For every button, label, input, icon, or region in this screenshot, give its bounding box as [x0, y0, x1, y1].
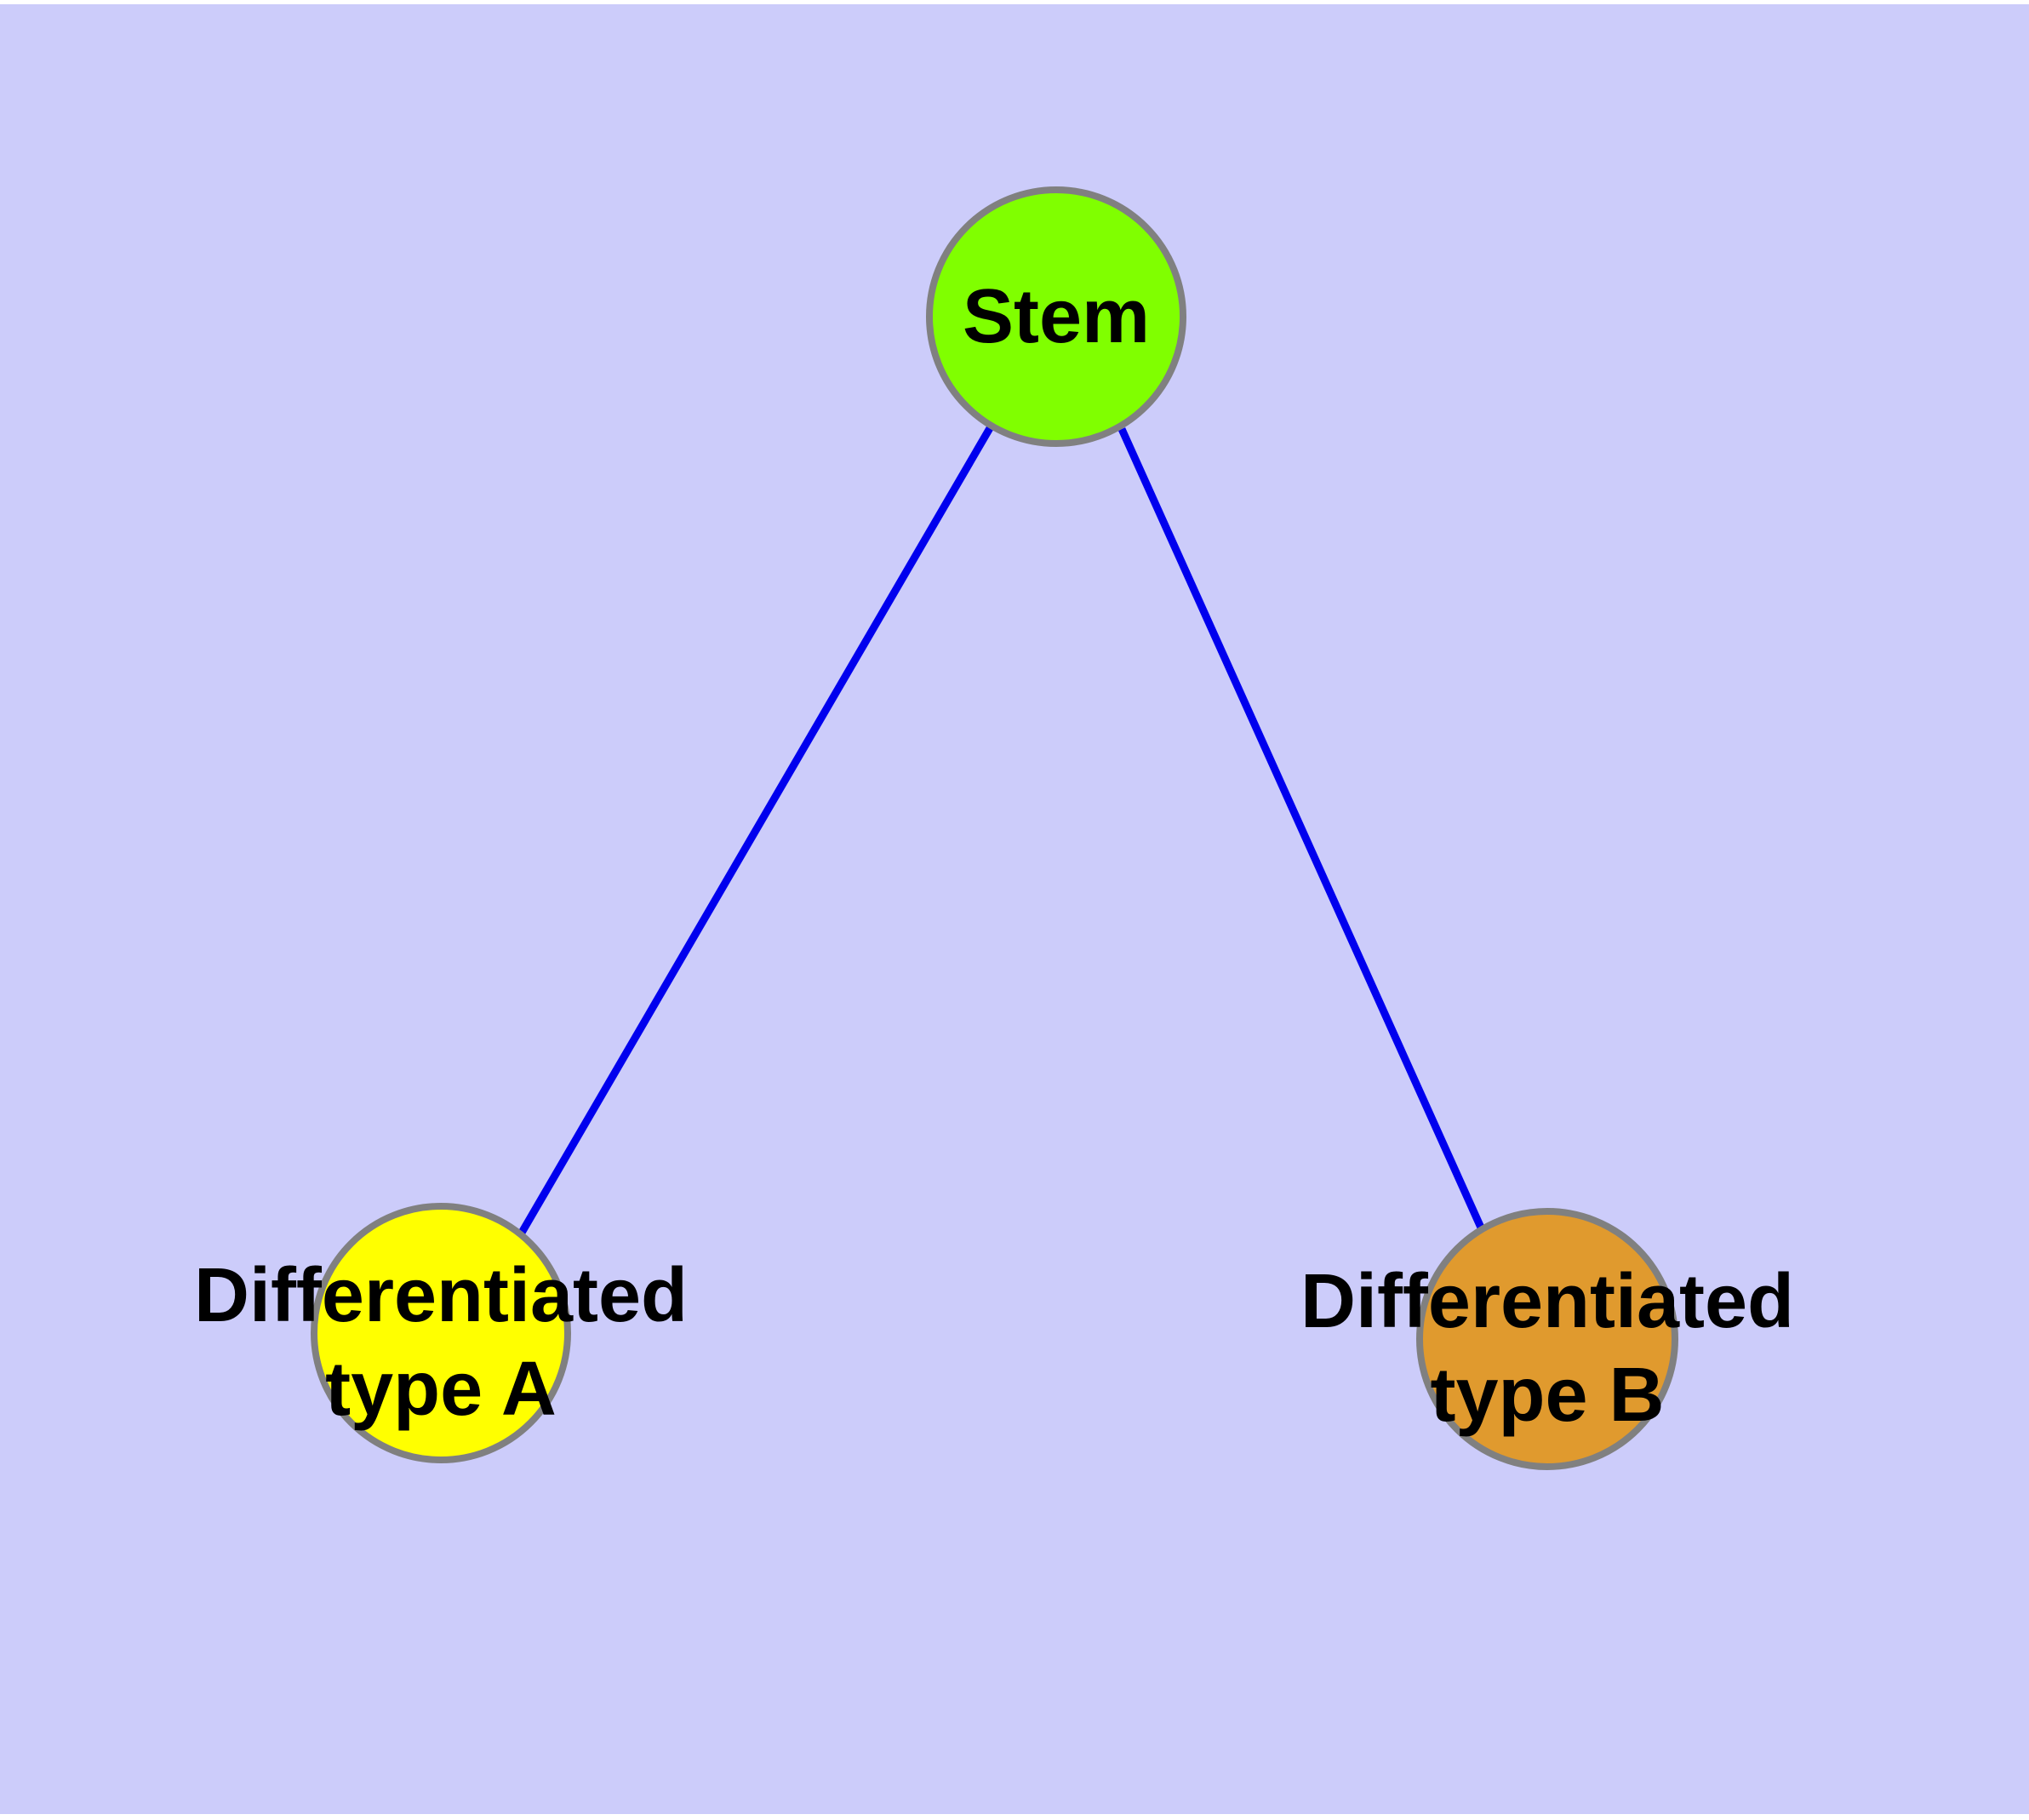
nodes-group: Stem Differentiated type A Differentiate… — [194, 186, 1794, 1470]
node-diff-a-label-line2: type A — [325, 1347, 557, 1432]
node-diff-b-label-line1: Differentiated — [1300, 1259, 1794, 1344]
node-stem[interactable]: Stem — [926, 186, 1186, 447]
node-diff-a-circle[interactable] — [311, 1203, 571, 1463]
node-diff-a[interactable]: Differentiated type A — [194, 1203, 688, 1463]
node-diff-b[interactable]: Differentiated type B — [1300, 1208, 1794, 1470]
node-stem-label: Stem — [963, 274, 1150, 359]
node-stem-circle[interactable] — [926, 186, 1186, 447]
edges-group — [518, 426, 1485, 1235]
node-diff-a-label-line1: Differentiated — [194, 1253, 688, 1338]
node-diff-b-label-line2: type B — [1430, 1353, 1664, 1438]
edge-stem-to-diff-b[interactable] — [1117, 427, 1485, 1229]
edge-stem-to-diff-a[interactable] — [518, 426, 993, 1235]
node-diff-b-circle[interactable] — [1416, 1208, 1678, 1470]
